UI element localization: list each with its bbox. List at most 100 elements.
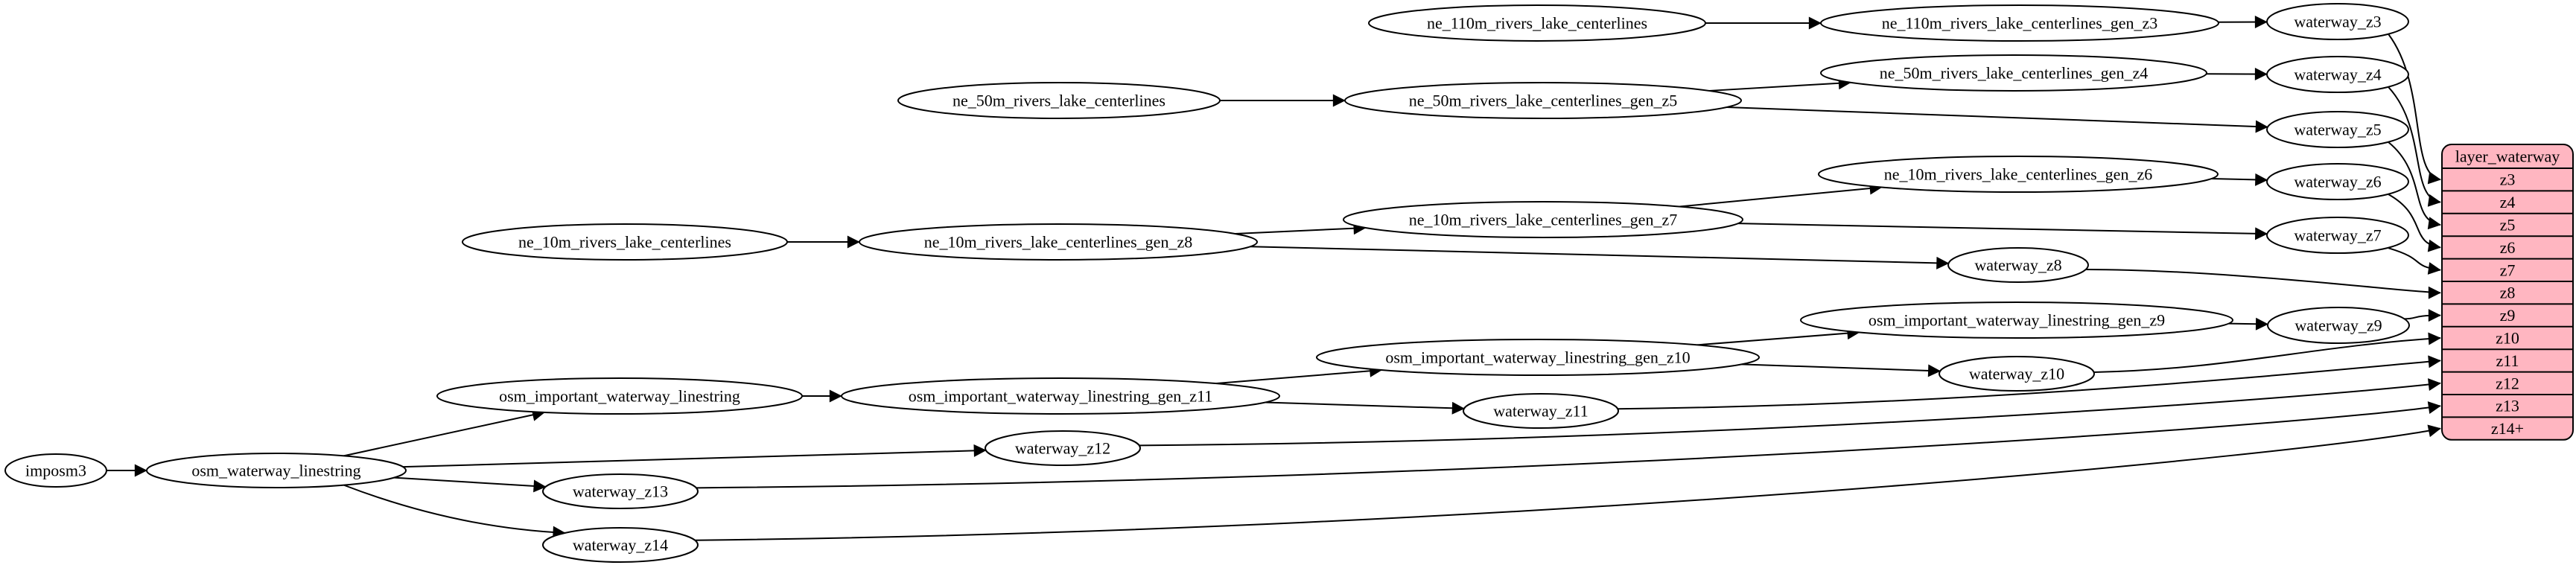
node-label: osm_important_waterway_linestring — [499, 387, 740, 406]
node-label: osm_important_waterway_linestring_gen_z9 — [1869, 311, 2165, 330]
edge-waterway_z12-to-z12 — [1139, 378, 2441, 447]
node-ellipse — [1368, 4, 1706, 42]
node-label: osm_important_waterway_linestring_gen_z1… — [1385, 348, 1690, 367]
edge-osm_important_waterway_linestring_gen_z11-to-waterway_z11 — [1265, 401, 1465, 415]
node-label: ne_10m_rivers_lake_centerlines — [518, 233, 731, 252]
record-row-label: z13 — [2496, 397, 2519, 415]
node-ne_10m_rivers_lake_centerlines: ne_10m_rivers_lake_centerlines — [462, 223, 788, 261]
node-label: osm_waterway_linestring — [191, 462, 360, 480]
node-waterway_z3: waterway_z3 — [2266, 3, 2409, 40]
node-label: ne_10m_rivers_lake_centerlines_gen_z6 — [1884, 165, 2152, 184]
node-ne_10m_rivers_lake_centerlines_gen_z8: ne_10m_rivers_lake_centerlines_gen_z8 — [859, 223, 1258, 261]
node-label: waterway_z7 — [2294, 226, 2381, 245]
record-row-label: z4 — [2500, 193, 2516, 211]
edge-waterway_z14-to-z14+ — [695, 424, 2441, 541]
node-ellipse — [1316, 339, 1760, 376]
edge-osm_waterway_linestring-to-osm_important_waterway_linestring — [343, 408, 545, 457]
node-ellipse — [146, 453, 407, 488]
node-label: waterway_z5 — [2294, 121, 2381, 139]
node-ellipse — [2266, 217, 2409, 254]
node-waterway_z13: waterway_z13 — [542, 473, 699, 509]
edge-ne_50m_rivers_lake_centerlines_gen_z5-to-waterway_z5 — [1726, 106, 2268, 133]
node-label: waterway_z4 — [2294, 66, 2381, 84]
edge-waterway_z5-to-z5 — [2388, 141, 2441, 230]
node-label: waterway_z8 — [1974, 256, 2061, 275]
edge-ne_10m_rivers_lake_centerlines_gen_z7-to-waterway_z7 — [1737, 223, 2268, 240]
node-label: ne_110m_rivers_lake_centerlines — [1427, 14, 1647, 33]
edge-waterway_z8-to-z8 — [2085, 268, 2441, 299]
edge-waterway_z7-to-z7 — [2388, 247, 2441, 275]
node-waterway_z11: waterway_z11 — [1463, 393, 1619, 429]
record-row-label: z6 — [2500, 238, 2516, 257]
node-label: ne_50m_rivers_lake_centerlines_gen_z5 — [1409, 92, 1677, 110]
node-ellipse — [1820, 54, 2207, 92]
node-label: waterway_z11 — [1493, 402, 1588, 421]
record-row-label: z9 — [2500, 306, 2516, 325]
node-ne_10m_rivers_lake_centerlines_gen_z6: ne_10m_rivers_lake_centerlines_gen_z6 — [1818, 156, 2219, 193]
node-ellipse — [1947, 247, 2089, 283]
edge-waterway_z13-to-z13 — [696, 401, 2441, 489]
node-waterway_z4: waterway_z4 — [2266, 56, 2409, 93]
record-row-label: z10 — [2496, 329, 2519, 348]
edges — [106, 16, 2441, 541]
node-ellipse — [4, 453, 107, 488]
record-layer-waterway: layer_waterwayz3z4z5z6z7z8z9z10z11z12z13… — [2441, 144, 2574, 441]
edge-ne_10m_rivers_lake_centerlines_gen_z6-to-waterway_z6 — [2211, 173, 2268, 186]
node-waterway_z8: waterway_z8 — [1947, 247, 2089, 283]
node-ellipse — [2266, 111, 2409, 148]
node-ellipse — [859, 223, 1258, 261]
node-waterway_z5: waterway_z5 — [2266, 111, 2409, 148]
node-ellipse — [542, 473, 699, 509]
node-osm_waterway_linestring: osm_waterway_linestring — [146, 453, 407, 488]
node-label: ne_10m_rivers_lake_centerlines_gen_z8 — [924, 233, 1192, 252]
edge-waterway_z6-to-z6 — [2388, 194, 2441, 252]
record-row-label: z7 — [2500, 261, 2516, 279]
node-imposm3: imposm3 — [4, 453, 107, 488]
edge-osm_waterway_linestring-to-waterway_z13 — [394, 476, 547, 493]
node-waterway_z14: waterway_z14 — [542, 527, 699, 563]
node-waterway_z10: waterway_z10 — [1939, 356, 2095, 392]
node-ellipse — [436, 377, 803, 415]
node-label: imposm3 — [25, 462, 86, 480]
node-ne_110m_rivers_lake_centerlines_gen_z3: ne_110m_rivers_lake_centerlines_gen_z3 — [1820, 4, 2219, 42]
edge-waterway_z3-to-z3 — [2388, 33, 2441, 185]
edge-osm_important_waterway_linestring_gen_z9-to-waterway_z9 — [2228, 317, 2269, 331]
record-row-label: z11 — [2496, 351, 2519, 370]
record-row-label: z3 — [2500, 170, 2516, 189]
node-waterway_z7: waterway_z7 — [2266, 217, 2409, 254]
node-waterway_z9: waterway_z9 — [2267, 307, 2410, 344]
node-osm_important_waterway_linestring_gen_z11: osm_important_waterway_linestring_gen_z1… — [841, 377, 1280, 415]
node-ellipse — [1344, 82, 1742, 119]
node-label: waterway_z10 — [1969, 365, 2064, 383]
node-ne_50m_rivers_lake_centerlines: ne_50m_rivers_lake_centerlines — [897, 82, 1221, 119]
node-ellipse — [1343, 201, 1743, 238]
node-ellipse — [1818, 156, 2219, 193]
node-ne_110m_rivers_lake_centerlines: ne_110m_rivers_lake_centerlines — [1368, 4, 1706, 42]
node-osm_important_waterway_linestring: osm_important_waterway_linestring — [436, 377, 803, 415]
node-ellipse — [2266, 56, 2409, 93]
edge-ne_10m_rivers_lake_centerlines_gen_z7-to-ne_10m_rivers_lake_centerlines_gen_z6 — [1679, 182, 1883, 208]
node-label: ne_50m_rivers_lake_centerlines — [953, 92, 1165, 110]
node-ellipse — [897, 82, 1221, 119]
node-label: waterway_z12 — [1015, 439, 1110, 458]
edge-osm_waterway_linestring-to-waterway_z14 — [343, 484, 566, 539]
edge-waterway_z9-to-z9 — [2404, 309, 2441, 322]
node-label: waterway_z3 — [2294, 13, 2381, 31]
node-ellipse — [841, 377, 1280, 415]
node-ellipse — [985, 430, 1141, 466]
node-label: waterway_z6 — [2294, 173, 2381, 191]
record-body — [2441, 144, 2574, 441]
edge-waterway_z11-to-z11 — [1618, 355, 2441, 410]
node-label: ne_10m_rivers_lake_centerlines_gen_z7 — [1409, 211, 1677, 229]
record-row-label: z8 — [2500, 284, 2516, 302]
node-label: waterway_z13 — [573, 482, 668, 501]
node-ellipse — [2266, 3, 2409, 40]
node-ellipse — [1820, 4, 2219, 42]
node-ellipse — [1800, 301, 2233, 339]
node-osm_important_waterway_linestring_gen_z9: osm_important_waterway_linestring_gen_z9 — [1800, 301, 2233, 339]
node-waterway_z12: waterway_z12 — [985, 430, 1141, 466]
edge-ne_10m_rivers_lake_centerlines_gen_z8-to-ne_10m_rivers_lake_centerlines_gen_z7 — [1235, 222, 1367, 235]
node-osm_important_waterway_linestring_gen_z10: osm_important_waterway_linestring_gen_z1… — [1316, 339, 1760, 376]
